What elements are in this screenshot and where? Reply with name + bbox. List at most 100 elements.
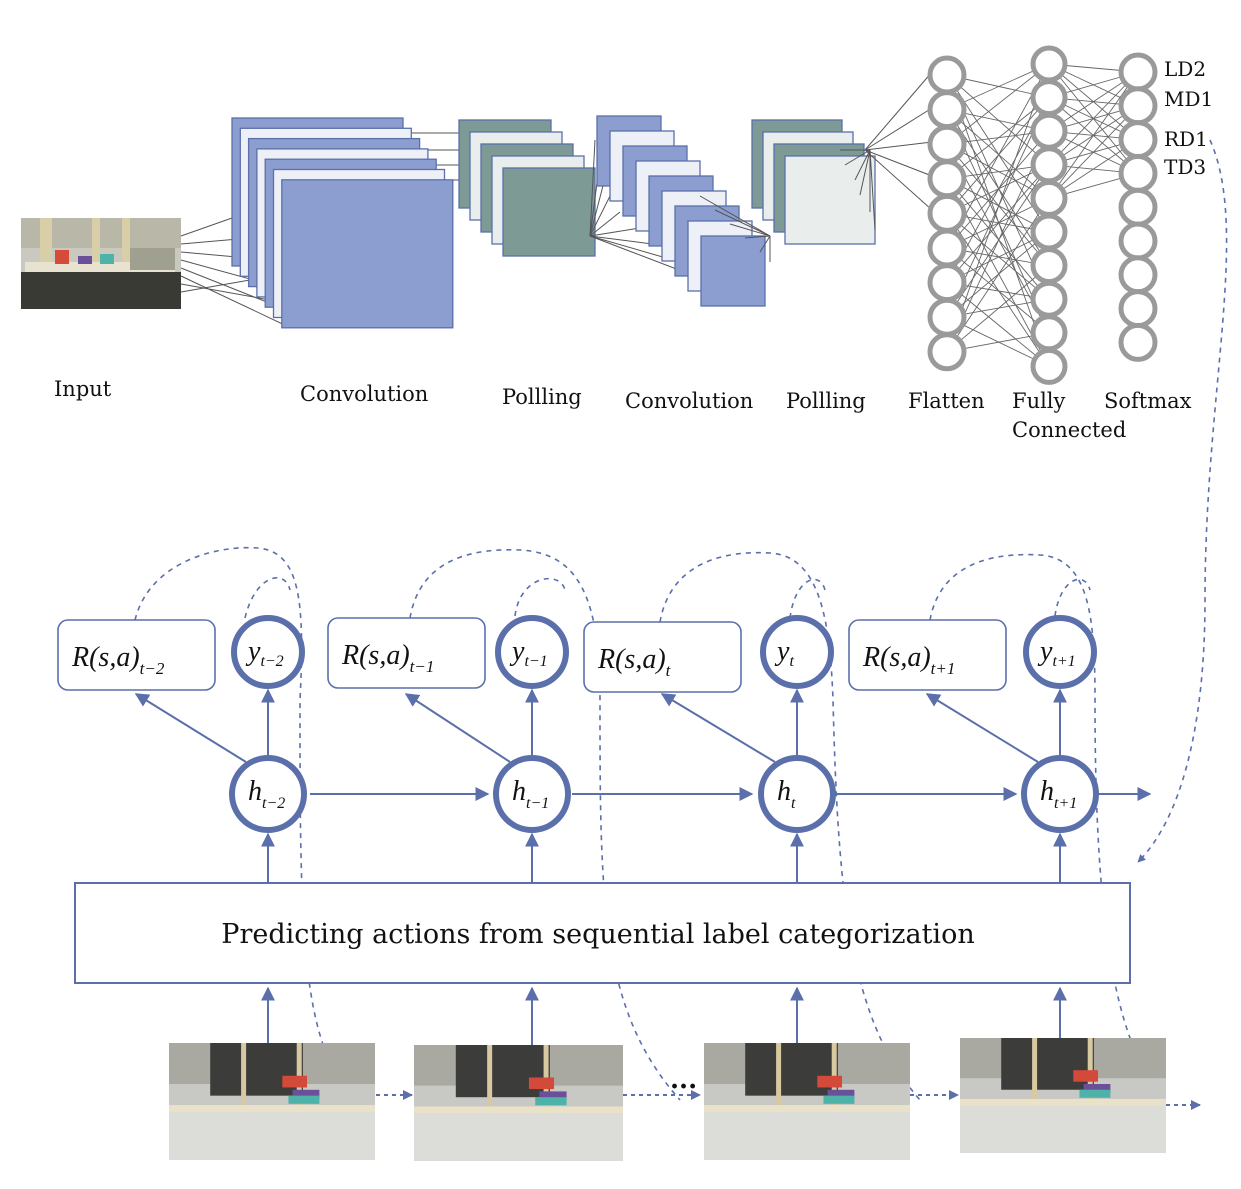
fully-connected-neuron: [1030, 112, 1068, 150]
softmax-neuron: [1118, 153, 1158, 193]
connection-line: [864, 107, 933, 151]
fully-connected-neuron: [1030, 146, 1068, 184]
output-node-label: yt−2: [245, 636, 284, 670]
hidden-node-label: ht: [777, 776, 796, 812]
reward-symbol: R: [597, 644, 615, 675]
connection-line: [589, 177, 606, 237]
reward-label: R(s,a)t: [597, 644, 672, 680]
reward-subscript: t−2: [140, 659, 165, 678]
output-symbol: y: [1037, 636, 1053, 667]
output-node-label: yt: [774, 636, 794, 670]
h-to-reward-arrow: [134, 693, 247, 763]
output-node: [1023, 615, 1097, 689]
h-to-reward-arrow: [925, 693, 1039, 763]
softmax-neuron: [1118, 52, 1158, 92]
reward-box: [583, 621, 742, 693]
connection-line: [864, 141, 933, 151]
reward-symbol: R: [341, 640, 359, 671]
pooled-map: [784, 155, 876, 245]
fully-connected-neuron: [1030, 314, 1068, 352]
convolution-2-stack: [596, 115, 766, 307]
label-flatten: Flatten: [908, 389, 985, 413]
output-symbol: y: [774, 636, 790, 667]
pooling-1-stack: [458, 119, 596, 257]
pooling-2-stack: [751, 119, 876, 245]
dashed-link: [1054, 578, 1091, 617]
fully-connected-layer: [1030, 45, 1068, 385]
fully-connected-neuron: [1030, 213, 1068, 251]
fully-connected-neuron: [1030, 347, 1068, 385]
video-frames: [169, 1038, 1201, 1161]
reward-subscript: t+1: [931, 659, 956, 678]
hidden-node: [758, 755, 836, 833]
video-frame: [960, 1038, 1166, 1153]
label-pooling-2: Pollling: [786, 389, 866, 413]
reward-args: (s,a): [359, 640, 410, 671]
frames-ellipsis: ...: [670, 1065, 697, 1095]
softmax-neuron: [1118, 221, 1158, 261]
dense-edge: [946, 282, 1050, 367]
output-symbol: y: [509, 636, 525, 667]
flatten-neuron: [927, 228, 967, 268]
flatten-neuron: [927, 55, 967, 95]
reward-subscript: t: [666, 661, 672, 680]
hidden-subscript: t+1: [1054, 795, 1077, 812]
softmax-neuron: [1118, 322, 1158, 362]
output-subscript: t+1: [1052, 653, 1075, 670]
connection-line: [589, 195, 611, 237]
flatten-neuron: [927, 332, 967, 372]
hidden-symbol: h: [512, 776, 526, 807]
output-symbol: y: [245, 636, 261, 667]
timestep: R(s,a)t−2 yt−2 h t−2: [57, 615, 307, 1045]
connection-line: [744, 235, 771, 239]
conv2-to-pool2-connections: [699, 195, 771, 262]
output-label: LD2: [1164, 57, 1206, 81]
softmax-neuron: [1118, 187, 1158, 227]
connection-line: [864, 149, 933, 177]
timestep: R(s,a)t+1yt+1ht+1: [848, 615, 1099, 1045]
dense-edge: [946, 109, 1050, 199]
dense-edge: [946, 164, 1050, 283]
output-label: TD3: [1164, 155, 1206, 179]
connection-line: [729, 223, 771, 237]
dense-edge: [1048, 105, 1139, 199]
dense-edge: [946, 74, 1050, 166]
connection-line: [869, 149, 876, 231]
reward-label: R(s,a)t−2: [71, 642, 165, 678]
hidden-subscript: t: [791, 795, 796, 812]
connection-line: [180, 275, 292, 329]
output-node: [231, 615, 305, 689]
connection-line: [180, 283, 271, 301]
reward-box: [327, 617, 486, 689]
output-subscript: t−1: [524, 653, 547, 670]
prediction-box: [74, 882, 1131, 984]
dense-edge: [946, 178, 1050, 300]
pooled-map: [502, 167, 596, 257]
h-to-reward-arrow: [660, 693, 776, 763]
connection-line: [589, 235, 661, 246]
output-node: [495, 615, 569, 689]
reward-args: (s,a): [615, 644, 666, 675]
feature-map: [281, 179, 454, 329]
output-subscript: t: [789, 653, 794, 670]
hidden-node-label: ht+1: [1040, 776, 1077, 812]
flatten-neuron: [927, 124, 967, 164]
reward-label: R(s,a)t+1: [862, 642, 955, 678]
softmax-neuron: [1118, 86, 1158, 126]
flatten-neuron: [927, 297, 967, 337]
dense-edge: [1048, 71, 1139, 166]
connection-line: [589, 227, 641, 237]
flatten-layer: [927, 55, 967, 372]
hidden-node: [493, 755, 571, 833]
hidden-symbol: h: [248, 776, 262, 807]
output-node-label: yt−1: [509, 636, 548, 670]
output-node: [760, 615, 834, 689]
fully-connected-neuron: [1030, 45, 1068, 83]
hidden-subscript: t−1: [526, 795, 549, 812]
connection-line: [759, 235, 771, 253]
connection-line: [854, 149, 871, 181]
softmax-layer: [1118, 52, 1158, 362]
video-frame: [414, 1045, 623, 1161]
